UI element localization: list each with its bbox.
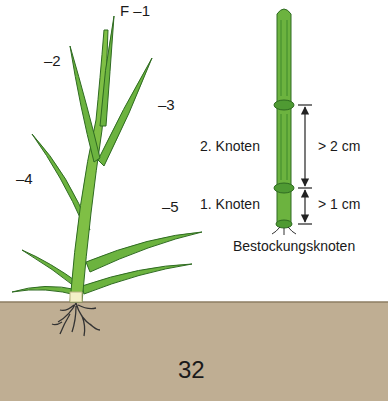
node-label: 2. Knoten [200, 138, 260, 154]
roots [52, 303, 100, 336]
stem-section [272, 9, 296, 235]
wheat-plant [12, 16, 202, 302]
leaf-number: –5 [162, 198, 179, 215]
leaf-number: –2 [44, 52, 61, 69]
stage-number: 32 [178, 356, 205, 384]
dimension-label: > 1 cm [318, 196, 360, 212]
leaf-number: –4 [16, 170, 33, 187]
dimension-label: > 2 cm [318, 138, 360, 154]
dimension-arrows [298, 105, 312, 224]
node-label: 1. Knoten [200, 196, 260, 212]
soil [0, 302, 388, 401]
node-label: Bestockungsknoten [233, 238, 355, 254]
leaf-number: –3 [158, 96, 175, 113]
leaf-number: F –1 [120, 2, 150, 19]
